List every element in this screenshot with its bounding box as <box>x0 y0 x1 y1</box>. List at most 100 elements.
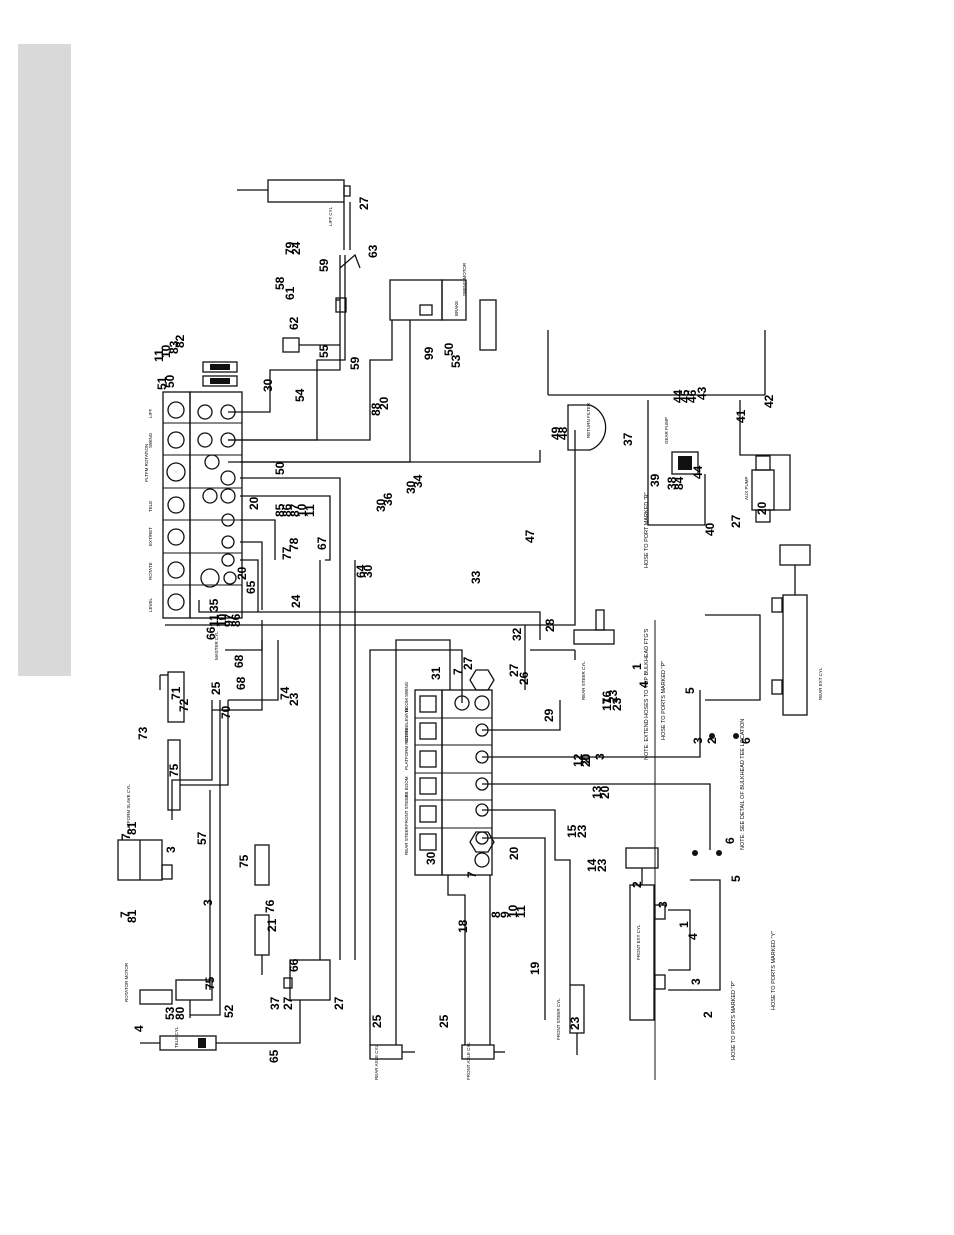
front-axle-cylinder <box>461 1044 505 1060</box>
label-front-steer-cyl: FRONT STEER CYL <box>556 998 561 1040</box>
callout-c117: 30 <box>424 851 438 865</box>
callout-c123: 11 <box>514 905 528 918</box>
callout-c59: 52 <box>222 1004 236 1018</box>
rear-steer-cylinder <box>573 609 615 645</box>
callout-c120: 8 <box>489 911 503 918</box>
note-hose-p2: HOSE TO PORTS MARKED "P" <box>731 981 737 1060</box>
callout-c34: 86 <box>229 613 243 627</box>
callout-c38: 23 <box>287 692 301 706</box>
label-rotator-motor: ROTATOR MOTOR <box>124 962 129 1002</box>
callout-c116: 23 <box>595 858 609 872</box>
callout-c6: 50 <box>163 374 177 388</box>
callout-c88: 45 <box>678 389 692 403</box>
callout-c32: 10 <box>215 613 229 627</box>
callout-c8: 54 <box>293 388 307 402</box>
callout-c55: 66 <box>287 958 301 972</box>
callout-c72: 27 <box>357 196 371 210</box>
callout-c130: 2 <box>579 757 593 764</box>
valve-label-ext-ret: EXT/RET <box>148 527 153 546</box>
label-rear-ext-cyl: REAR EXT CYL <box>818 667 823 700</box>
callout-c100: 26 <box>517 671 531 685</box>
callout-c63: 75 <box>203 976 217 990</box>
callout-c9: 88 <box>369 402 383 416</box>
callout-c56: 37 <box>268 996 282 1010</box>
page-side-tab <box>18 44 71 676</box>
label-brake: BRAKE <box>454 301 459 316</box>
callout-c102: 17 <box>600 697 614 711</box>
label-rear-steer-cyl: REAR STEER CYL <box>581 661 586 700</box>
callout-c103: 16 <box>600 690 614 704</box>
callout-c65: 58 <box>273 276 287 290</box>
callout-c91: 43 <box>695 386 709 400</box>
callout-c101: 29 <box>542 708 556 722</box>
callout-c107: 7 <box>451 668 465 675</box>
front-steer-cylinder <box>569 984 585 1055</box>
valve-label-rear-steer: REAR STEER <box>404 825 409 855</box>
callout-c80: 47 <box>523 529 537 543</box>
valve-label-lift: LIFT <box>148 408 153 418</box>
callout-c36: 68 <box>234 676 248 690</box>
callout-c137: 6 <box>723 837 737 844</box>
callout-c144: 3 <box>689 978 703 985</box>
callout-c22: 77 <box>280 546 294 560</box>
callout-c66: 61 <box>283 286 297 300</box>
callout-c75: 50 <box>273 461 287 475</box>
callout-c13: 30 <box>404 480 418 494</box>
callout-c45: 57 <box>195 831 209 845</box>
callout-c129: 3 <box>593 753 607 760</box>
callout-c106: 31 <box>429 666 443 680</box>
callout-c110: 20 <box>579 753 593 767</box>
callout-c1: 11 <box>152 349 166 362</box>
callout-c16: 85 <box>273 503 287 517</box>
callout-c85: 38 <box>665 476 679 490</box>
lift-cylinder <box>237 179 351 250</box>
note-hose-p: HOSE TO PORTS MARKED "P" <box>661 661 667 740</box>
callout-c113: 15 <box>565 824 579 838</box>
callout-c23: 67 <box>315 536 329 550</box>
callout-c61: 53 <box>163 1006 177 1020</box>
callout-c83: 37 <box>621 432 635 446</box>
callout-c15: 20 <box>247 496 261 510</box>
callout-c121: 9 <box>498 911 512 918</box>
callout-c58: 27 <box>332 996 346 1010</box>
callout-c128: 23 <box>568 1016 582 1030</box>
note-hose-y: HOSE TO PORTS MARKED "Y" <box>771 931 777 1010</box>
callout-c21: 78 <box>287 537 301 551</box>
callout-c79: 33 <box>469 570 483 584</box>
label-gear-pump: GEAR PUMP <box>664 417 669 444</box>
callout-c25: 30 <box>361 564 375 578</box>
callout-c60: 4 <box>132 1025 146 1032</box>
callout-c12: 36 <box>381 492 395 506</box>
callout-c127: 25 <box>437 1014 451 1028</box>
callout-c18: 87 <box>288 503 302 517</box>
callout-c35: 68 <box>232 654 246 668</box>
callout-c122: 10 <box>506 904 520 918</box>
lower-hoses <box>369 625 711 1045</box>
callout-c47: 81 <box>125 821 139 835</box>
valve-label-platform-rotate: PLATFORM ROTATE <box>404 727 409 770</box>
callout-c95: 20 <box>755 501 769 515</box>
valve-label-front-steer: FRONT STEER <box>404 794 409 826</box>
callout-c118: 7 <box>465 871 479 878</box>
callout-c109: 12 <box>571 753 585 767</box>
callout-c5: 51 <box>155 376 169 390</box>
callout-c131: 4 <box>637 681 651 688</box>
callout-c49: 3 <box>201 899 215 906</box>
callout-c89: 46 <box>685 389 699 403</box>
callout-c98: 28 <box>543 618 557 632</box>
label-front-ext-cyl: FRONT EXT CYL <box>636 924 641 960</box>
valve-label-swing: SWING <box>148 432 153 448</box>
callout-c96: 27 <box>729 514 743 528</box>
callout-c111: 13 <box>590 785 604 799</box>
callout-c62: 80 <box>173 1006 187 1020</box>
valve-label-rotate: ROTATE <box>148 562 153 580</box>
callout-c135: 2 <box>705 737 719 744</box>
callout-c67: 62 <box>287 316 301 330</box>
valve-label-level: LEVEL <box>148 597 153 612</box>
callout-c99: 27 <box>507 663 521 677</box>
rotator-motor <box>139 979 213 1018</box>
callout-c31: 11 <box>207 614 221 627</box>
valve-label-jib-boom: JIB BOOM <box>404 776 409 798</box>
aux-cylinder-mid <box>254 844 270 975</box>
